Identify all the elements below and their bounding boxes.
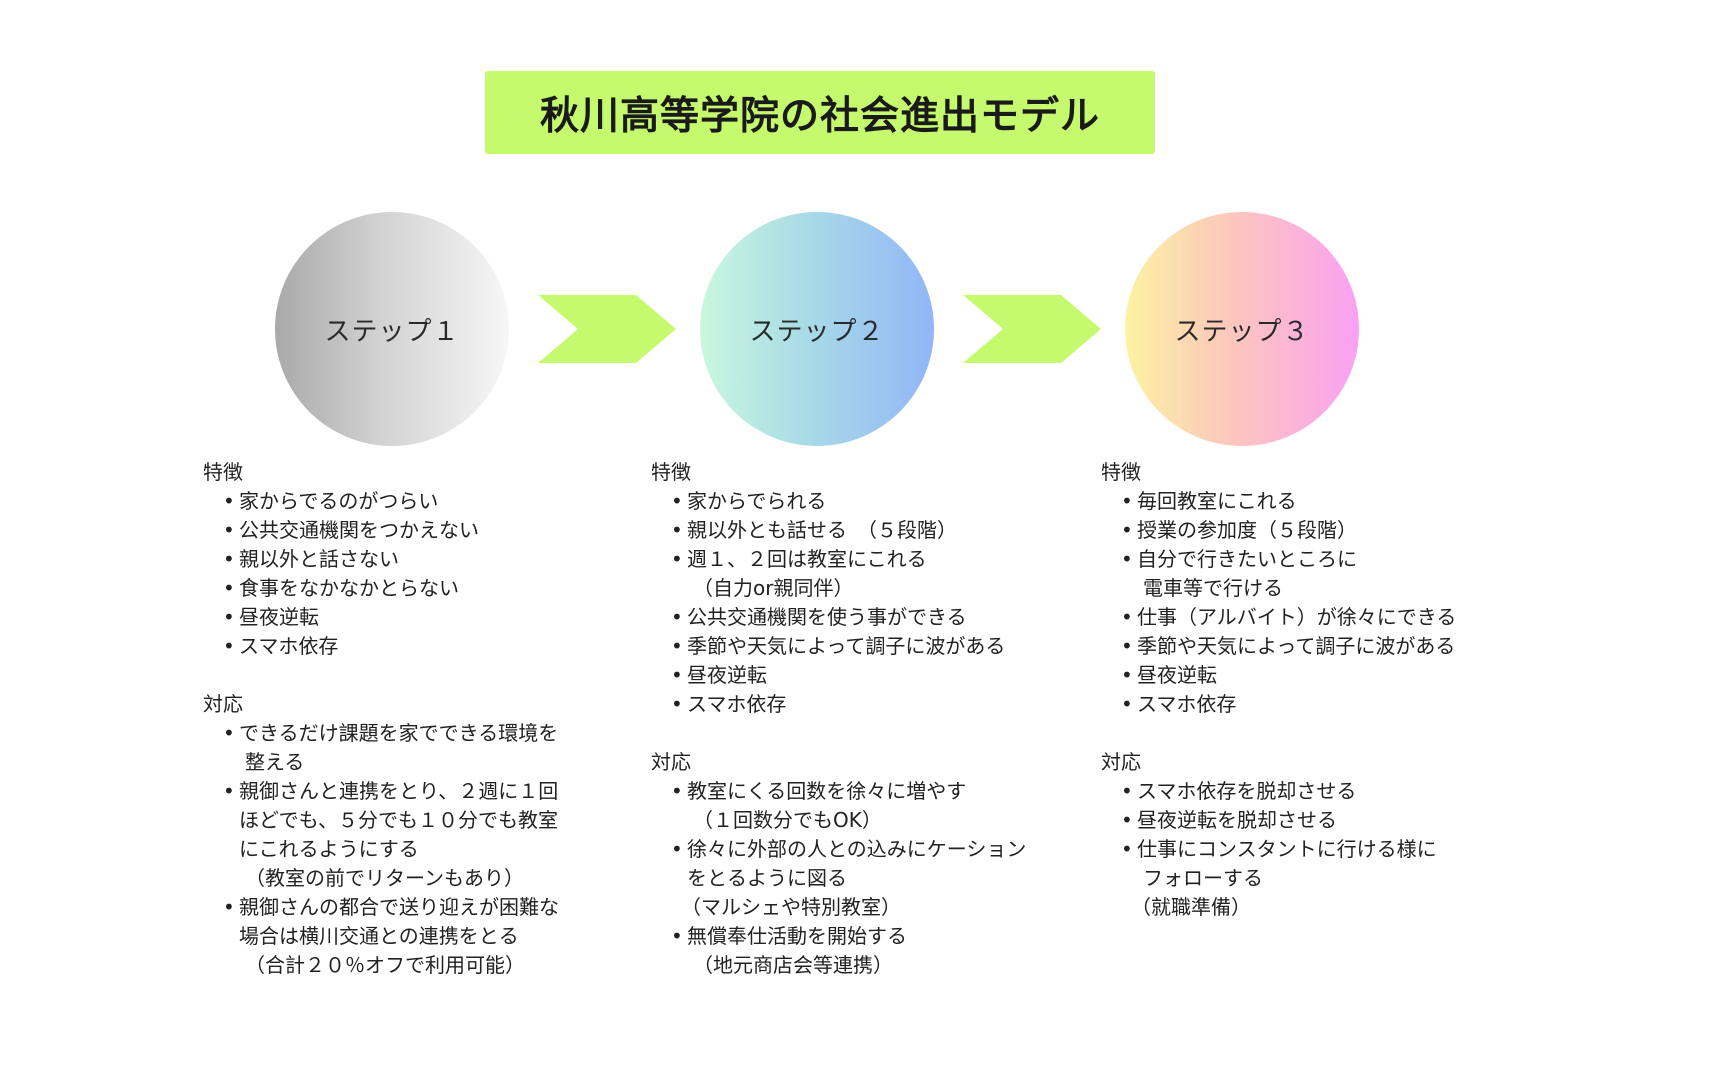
- bullet-icon: •: [671, 634, 683, 658]
- list-item: •授業の参加度（５段階）: [1101, 516, 1521, 545]
- step-2-label: ステップ２: [749, 316, 885, 347]
- features-heading: 特徴: [651, 460, 691, 484]
- step-3-label: ステップ３: [1174, 316, 1310, 347]
- list-item: •親以外とも話せる （５段階）: [651, 516, 1071, 545]
- responses-list: •できるだけ課題を家でできる環境を整える •親御さんと連携をとり、２週に１回ほど…: [203, 719, 603, 980]
- list-item: •スマホ依存: [651, 690, 1071, 719]
- list-item: •親御さんの都合で送り迎えが困難な場合は横川交通との連携をとる（合計２０％オフで…: [223, 895, 559, 977]
- bullet-icon: •: [1121, 634, 1133, 658]
- list-item: •昼夜逆転: [651, 661, 1071, 690]
- responses-list: •スマホ依存を脱却させる •昼夜逆転を脱却させる •仕事にコンスタントに行ける様…: [1101, 777, 1521, 922]
- arrow-chevron-icon: [538, 295, 676, 363]
- bullet-icon: •: [223, 721, 235, 745]
- bullet-icon: •: [671, 547, 683, 571]
- list-item: •徐々に外部の人との込みにケーションをとるように図る（マルシェや特別教室）: [671, 837, 1027, 919]
- list-item: •家からでられる: [651, 487, 1071, 516]
- features-list: •家からでられる •親以外とも話せる （５段階） •週１、２回は教室にこれる（自…: [651, 487, 1071, 719]
- bullet-icon: •: [671, 663, 683, 687]
- bullet-icon: •: [1121, 663, 1133, 687]
- list-item: •季節や天気によって調子に波がある: [1101, 632, 1521, 661]
- list-item: •昼夜逆転: [203, 603, 603, 632]
- list-item: •昼夜逆転: [1101, 661, 1521, 690]
- features-list: •家からでるのがつらい •公共交通機関をつかえない •親以外と話さない •食事を…: [203, 487, 603, 661]
- title-banner: 秋川高等学院の社会進出モデル: [485, 71, 1155, 154]
- list-item: •家からでるのがつらい: [203, 487, 603, 516]
- step-3-circle: ステップ３: [1125, 212, 1359, 446]
- bullet-icon: •: [1121, 547, 1133, 571]
- arrow-chevron-icon: [963, 295, 1101, 363]
- bullet-icon: •: [671, 779, 683, 803]
- step-2-details: 特徴 •家からでられる •親以外とも話せる （５段階） •週１、２回は教室にこれ…: [651, 458, 1071, 980]
- list-item: •食事をなかなかとらない: [203, 574, 603, 603]
- bullet-icon: •: [1121, 518, 1133, 542]
- bullet-icon: •: [223, 547, 235, 571]
- bullet-icon: •: [223, 518, 235, 542]
- list-item: •スマホ依存: [1101, 690, 1521, 719]
- bullet-icon: •: [223, 576, 235, 600]
- bullet-icon: •: [671, 605, 683, 629]
- step-1-label: ステップ１: [324, 316, 460, 347]
- bullet-icon: •: [671, 692, 683, 716]
- bullet-icon: •: [671, 518, 683, 542]
- list-item: •週１、２回は教室にこれる（自力or親同伴）: [671, 547, 927, 600]
- bullet-icon: •: [223, 634, 235, 658]
- step-2-circle: ステップ２: [700, 212, 934, 446]
- page-title: 秋川高等学院の社会進出モデル: [539, 93, 1100, 139]
- bullet-icon: •: [671, 489, 683, 513]
- list-item: •昼夜逆転を脱却させる: [1101, 806, 1521, 835]
- list-item: •スマホ依存を脱却させる: [1101, 777, 1521, 806]
- features-list: •毎回教室にこれる •授業の参加度（５段階） •自分で行きたいところに電車等で行…: [1101, 487, 1521, 719]
- bullet-icon: •: [1121, 808, 1133, 832]
- bullet-icon: •: [1121, 779, 1133, 803]
- list-item: •仕事にコンスタントに行ける様にフォローする（就職準備）: [1121, 837, 1437, 919]
- list-item: •親以外と話さない: [203, 545, 603, 574]
- bullet-icon: •: [1121, 605, 1133, 629]
- list-item: •できるだけ課題を家でできる環境を整える: [223, 721, 559, 774]
- list-item: •季節や天気によって調子に波がある: [651, 632, 1071, 661]
- features-heading: 特徴: [203, 460, 243, 484]
- bullet-icon: •: [223, 605, 235, 629]
- bullet-icon: •: [223, 489, 235, 513]
- list-item: •公共交通機関をつかえない: [203, 516, 603, 545]
- bullet-icon: •: [1121, 837, 1133, 861]
- bullet-icon: •: [1121, 489, 1133, 513]
- list-item: •自分で行きたいところに電車等で行ける: [1121, 547, 1357, 600]
- step-1-details: 特徴 •家からでるのがつらい •公共交通機関をつかえない •親以外と話さない •…: [203, 458, 603, 980]
- step-3-details: 特徴 •毎回教室にこれる •授業の参加度（５段階） •自分で行きたいところに電車…: [1101, 458, 1521, 922]
- list-item: •親御さんと連携をとり、２週に１回ほどでも、５分でも１０分でも教室にこれるように…: [223, 779, 559, 890]
- features-heading: 特徴: [1101, 460, 1141, 484]
- bullet-icon: •: [671, 924, 683, 948]
- list-item: •公共交通機関を使う事ができる: [651, 603, 1071, 632]
- bullet-icon: •: [223, 779, 235, 803]
- list-item: •スマホ依存: [203, 632, 603, 661]
- responses-heading: 対応: [203, 692, 243, 716]
- list-item: •無償奉仕活動を開始する（地元商店会等連携）: [671, 924, 907, 977]
- list-item: •毎回教室にこれる: [1101, 487, 1521, 516]
- responses-heading: 対応: [651, 750, 691, 774]
- bullet-icon: •: [1121, 692, 1133, 716]
- bullet-icon: •: [223, 895, 235, 919]
- list-item: •教室にくる回数を徐々に増やす（１回数分でもOK）: [671, 779, 967, 832]
- step-1-circle: ステップ１: [275, 212, 509, 446]
- bullet-icon: •: [671, 837, 683, 861]
- list-item: •仕事（アルバイト）が徐々にできる: [1101, 603, 1521, 632]
- responses-list: •教室にくる回数を徐々に増やす（１回数分でもOK） •徐々に外部の人との込みにケ…: [651, 777, 1071, 980]
- responses-heading: 対応: [1101, 750, 1141, 774]
